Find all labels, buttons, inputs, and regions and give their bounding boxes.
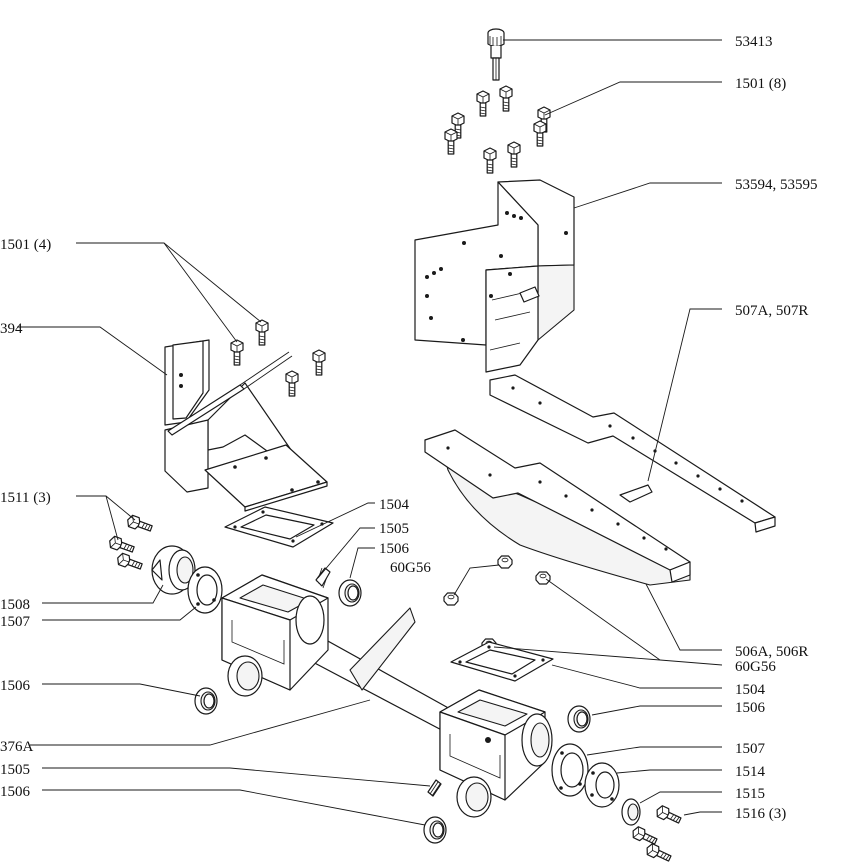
callout-1505-bottom: 1505 (0, 762, 30, 778)
leader-lines (17, 39, 723, 826)
bolts-1511 (107, 513, 154, 573)
seal-1506-bottom (423, 816, 447, 844)
flange-1508 (151, 545, 196, 595)
callout-1501-eight: 1501 (8) (735, 76, 786, 92)
seal-1506-left (194, 687, 218, 715)
seal-1506-top (338, 579, 362, 607)
callout-1504-right: 1504 (735, 682, 766, 698)
callout-507A-507R: 507A, 507R (735, 303, 808, 319)
spring-1505-bottom (427, 779, 442, 797)
callout-1505-top: 1505 (379, 521, 409, 537)
callout-1506-bottom: 1506 (0, 784, 31, 800)
spring-1505-top (315, 567, 331, 589)
flange-1514 (584, 762, 620, 808)
callout-1506-left: 1506 (0, 678, 31, 694)
callout-1501-four: 1501 (4) (0, 237, 51, 253)
gasket-1507-right (551, 743, 589, 797)
callout-1506-top: 1506 (379, 541, 410, 557)
rail-506 (424, 429, 691, 586)
callout-506A-506R: 506A, 506R (735, 644, 808, 660)
callout-1511: 1511 (3) (0, 490, 51, 506)
callout-1515: 1515 (735, 786, 765, 802)
callout-60G56-left: 60G56 (390, 560, 431, 576)
callout-394: 394 (0, 321, 23, 337)
callout-1506-right: 1506 (735, 700, 766, 716)
callout-1516: 1516 (3) (735, 806, 786, 822)
rail-507 (489, 374, 776, 533)
nuts-60G56 (443, 555, 551, 652)
bracket-53594 (414, 179, 575, 373)
hitch-bracket-394 (164, 339, 328, 512)
callout-1508: 1508 (0, 597, 30, 613)
handle-53413 (487, 28, 505, 81)
callout-1504-top: 1504 (379, 497, 410, 513)
gasket-1504-right (450, 641, 554, 682)
gasket-1507-left (187, 566, 223, 614)
seal-1506-right (567, 705, 591, 733)
axle-housing-376A (221, 574, 553, 818)
callout-376A: 376A (0, 739, 34, 755)
callout-53594-53595: 53594, 53595 (735, 177, 818, 193)
bolts-1501-eight (444, 85, 551, 174)
callout-60G56-right: 60G56 (735, 659, 776, 675)
washer-1515 (621, 798, 641, 826)
top-clamp-bracket (414, 28, 575, 373)
callout-1507-right: 1507 (735, 741, 766, 757)
callout-labels: 53413 1501 (8) 53594, 53595 1501 (4) 394… (0, 34, 818, 822)
callout-1514: 1514 (735, 764, 766, 780)
callout-1507-left: 1507 (0, 614, 31, 630)
gasket-1504-top (224, 506, 334, 548)
callout-53413: 53413 (735, 34, 773, 50)
